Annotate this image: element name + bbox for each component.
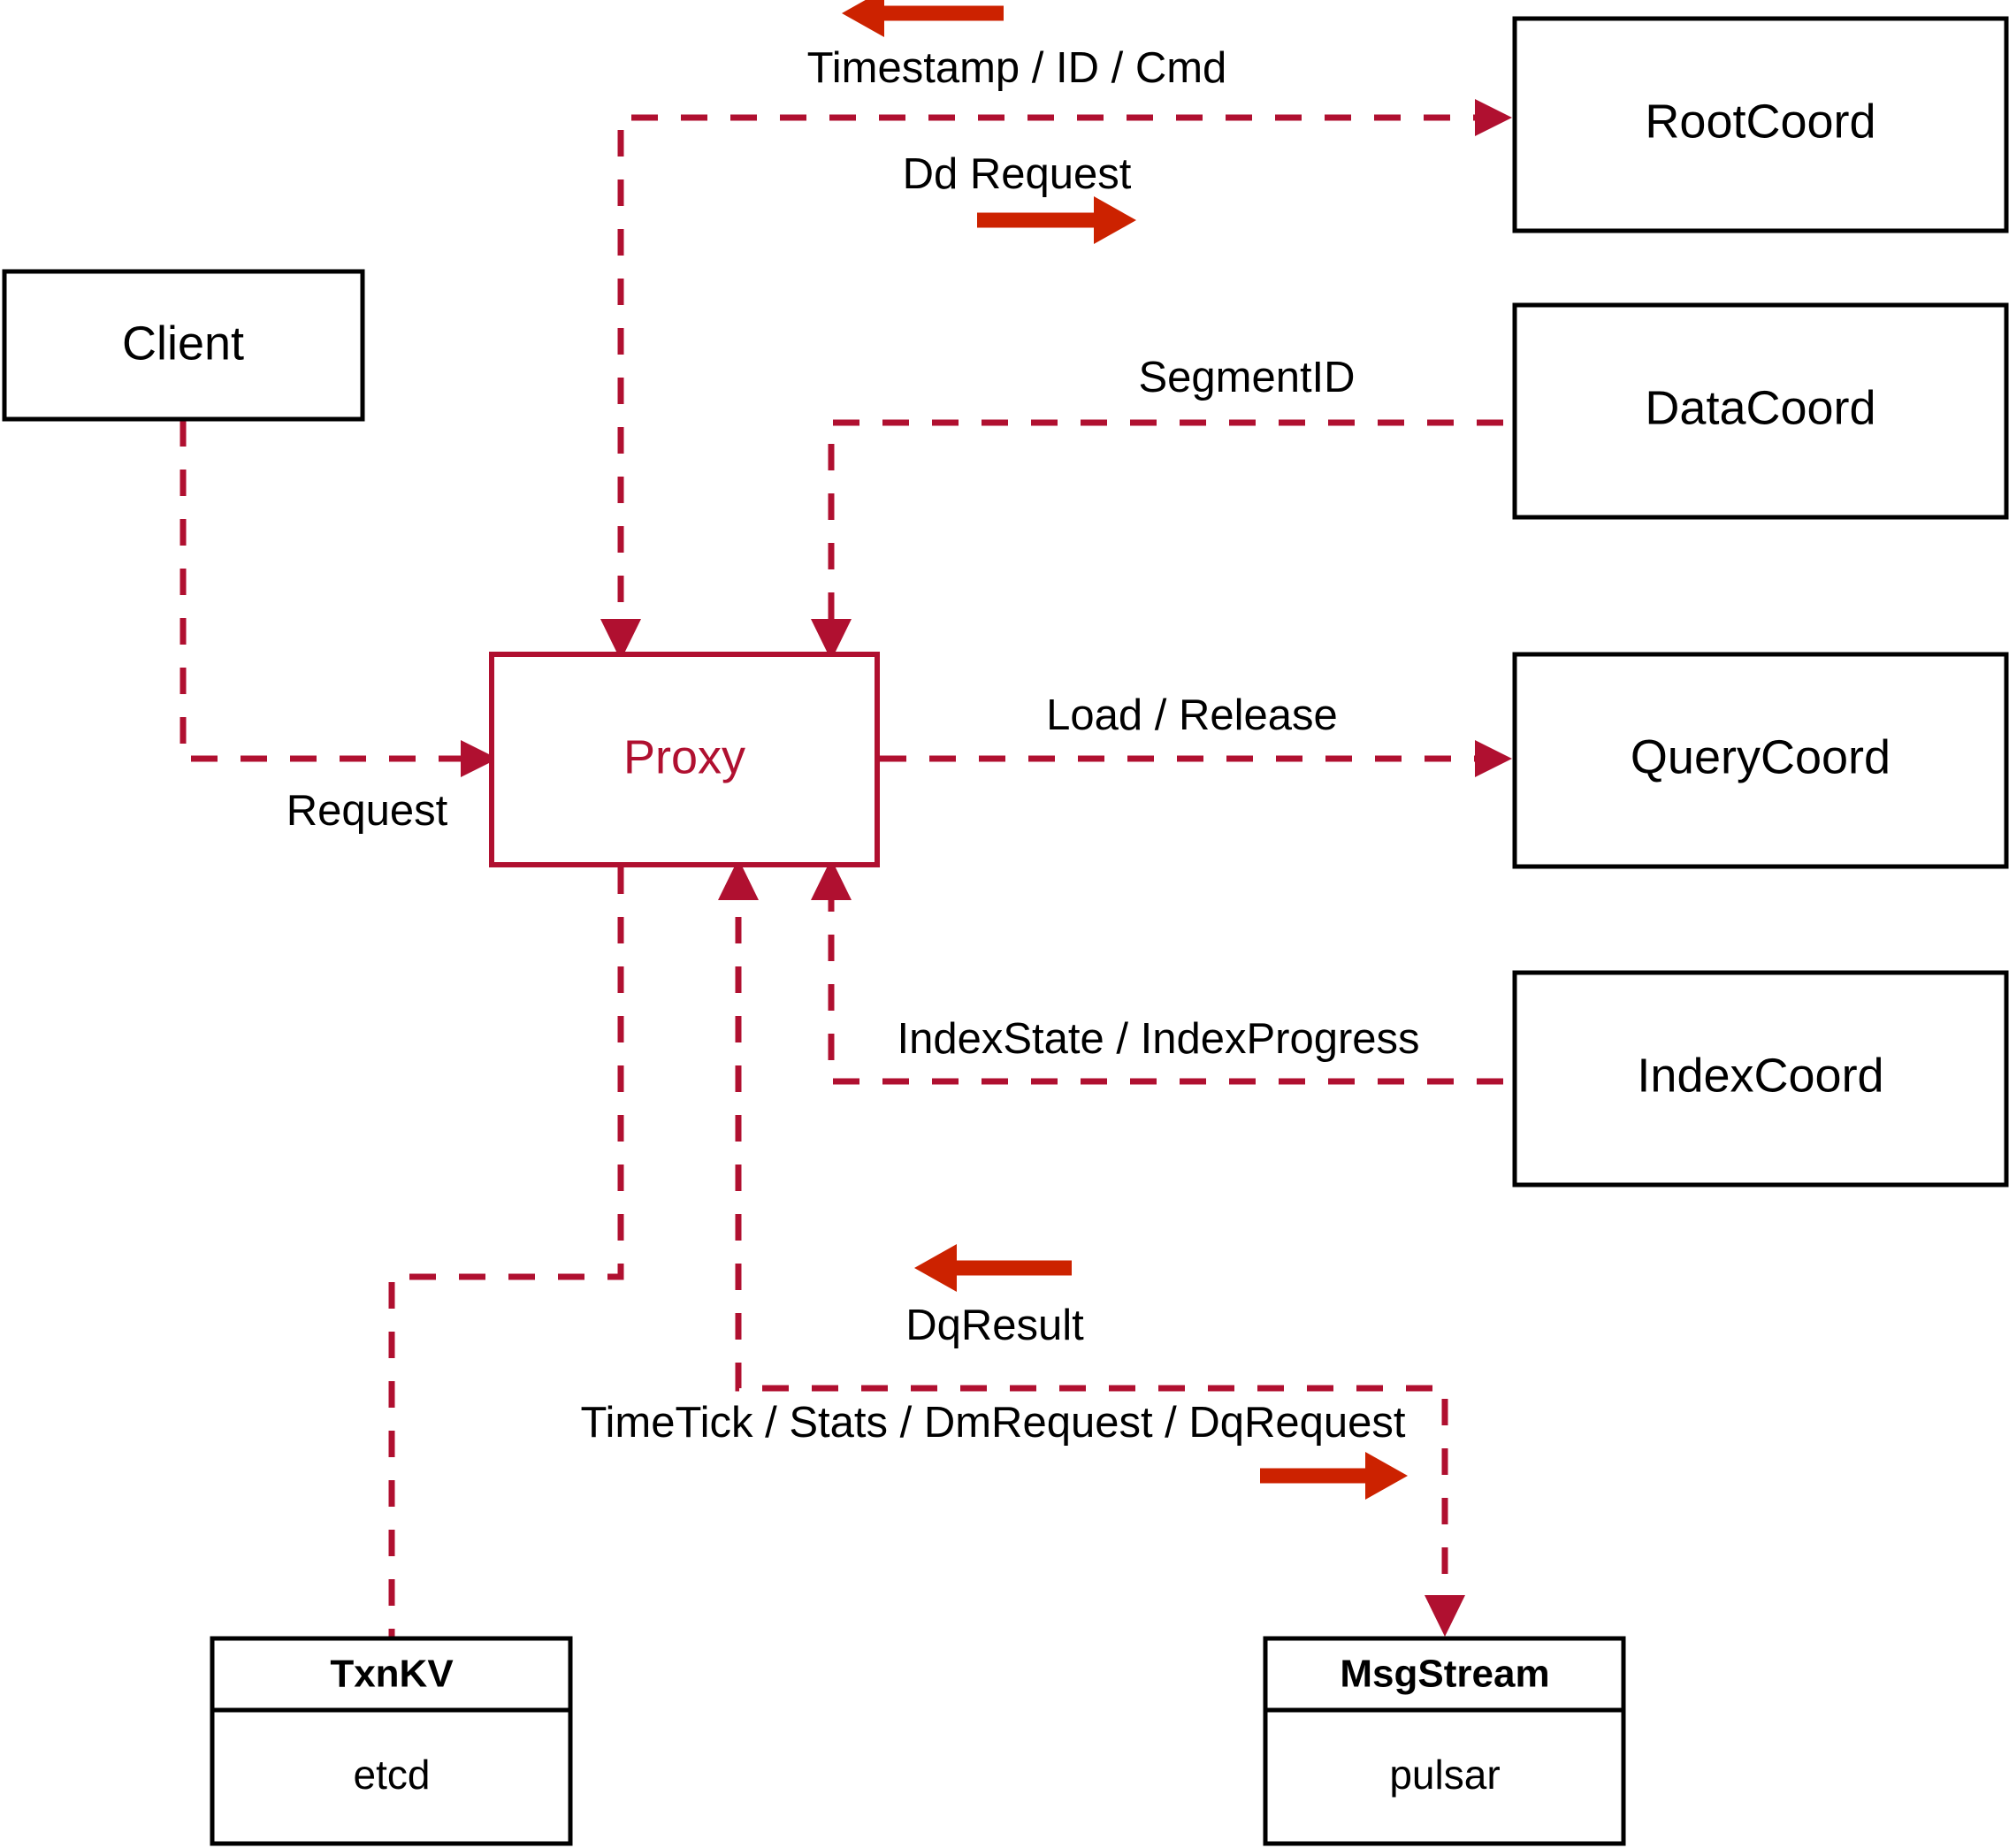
txnkv-box[interactable] bbox=[210, 1636, 573, 1846]
edge-label-timestamp-id-cmd: Timestamp / ID / Cmd bbox=[807, 44, 1227, 92]
edge-indexcoord-proxy bbox=[811, 859, 1503, 1085]
client-label: Client bbox=[122, 317, 244, 370]
datacoord-box[interactable] bbox=[1512, 302, 2009, 520]
dq-result-direction-arrow bbox=[914, 1244, 1072, 1292]
edge-label-dq-result: DqResult bbox=[905, 1302, 1084, 1349]
msgstream-header-label: MsgStream bbox=[1340, 1653, 1549, 1696]
querycoord-box[interactable] bbox=[1512, 652, 2009, 869]
client-box[interactable] bbox=[2, 269, 365, 422]
timestamp-direction-arrow bbox=[842, 0, 1004, 37]
arrowhead-proxy-left bbox=[461, 740, 498, 777]
edge-line-datacoord-proxy bbox=[828, 419, 1503, 652]
arrowhead-proxy-top-left bbox=[600, 619, 641, 661]
node-indexcoord[interactable]: IndexCoord bbox=[1512, 970, 2009, 1187]
timestamp-arrow-head bbox=[842, 0, 884, 37]
node-msgstream[interactable]: MsgStream pulsar bbox=[1263, 1636, 1626, 1846]
edge-label-index-state-progress: IndexState / IndexProgress bbox=[897, 1015, 1419, 1063]
datacoord-label: DataCoord bbox=[1645, 381, 1875, 434]
dq-result-arrow-head bbox=[914, 1244, 957, 1292]
node-querycoord[interactable]: QueryCoord bbox=[1512, 652, 2009, 869]
node-client[interactable]: Client bbox=[2, 269, 365, 422]
edge-client-proxy bbox=[180, 420, 498, 777]
arrowhead-proxy-bottom-right bbox=[811, 859, 852, 900]
arrowhead-rootcoord bbox=[1475, 99, 1512, 136]
msgstream-body-label: pulsar bbox=[1389, 1752, 1500, 1798]
edge-label-load-release: Load / Release bbox=[1046, 691, 1338, 739]
edge-line-indexcoord-proxy bbox=[828, 867, 1503, 1085]
edge-label-timetick-stats: TimeTick / Stats / DmRequest / DqRequest bbox=[580, 1399, 1405, 1447]
edge-datacoord-proxy bbox=[811, 419, 1503, 661]
edge-label-dd-request: Dd Request bbox=[903, 150, 1132, 198]
node-rootcoord[interactable]: RootCoord bbox=[1512, 16, 2009, 233]
node-datacoord[interactable]: DataCoord bbox=[1512, 302, 2009, 520]
arrowhead-msgstream bbox=[1425, 1595, 1465, 1637]
edge-label-segment-id: SegmentID bbox=[1138, 354, 1355, 401]
indexcoord-label: IndexCoord bbox=[1637, 1049, 1883, 1102]
txnkv-header-label: TxnKV bbox=[330, 1653, 454, 1696]
arrowhead-querycoord bbox=[1475, 740, 1512, 777]
msgstream-box[interactable] bbox=[1263, 1636, 1626, 1846]
arrowhead-proxy-top-right bbox=[811, 619, 852, 661]
proxy-label: Proxy bbox=[623, 730, 745, 783]
edge-line-proxy-txnkv bbox=[388, 867, 624, 1637]
rootcoord-label: RootCoord bbox=[1645, 95, 1875, 148]
rootcoord-box[interactable] bbox=[1512, 16, 2009, 233]
querycoord-label: QueryCoord bbox=[1631, 730, 1891, 783]
edge-line-client-proxy bbox=[180, 420, 489, 762]
timetick-direction-arrow bbox=[1260, 1452, 1408, 1500]
edge-proxy-msgstream bbox=[718, 859, 1465, 1637]
edge-line-proxy-msgstream bbox=[735, 867, 1448, 1628]
txnkv-body-label: etcd bbox=[354, 1752, 431, 1798]
dd-request-arrow-head bbox=[1094, 196, 1136, 244]
node-proxy[interactable]: Proxy bbox=[489, 652, 880, 867]
edge-proxy-querycoord bbox=[880, 740, 1512, 777]
edge-proxy-rootcoord bbox=[600, 99, 1512, 661]
dd-request-direction-arrow bbox=[977, 196, 1136, 244]
node-txnkv[interactable]: TxnKV etcd bbox=[210, 1636, 573, 1846]
indexcoord-box[interactable] bbox=[1512, 970, 2009, 1187]
timetick-arrow-head bbox=[1365, 1452, 1408, 1500]
arrowhead-proxy-bottom-mid bbox=[718, 859, 759, 900]
edge-proxy-txnkv bbox=[388, 867, 624, 1637]
proxy-box[interactable] bbox=[489, 652, 880, 867]
edge-label-request: Request bbox=[286, 787, 448, 835]
